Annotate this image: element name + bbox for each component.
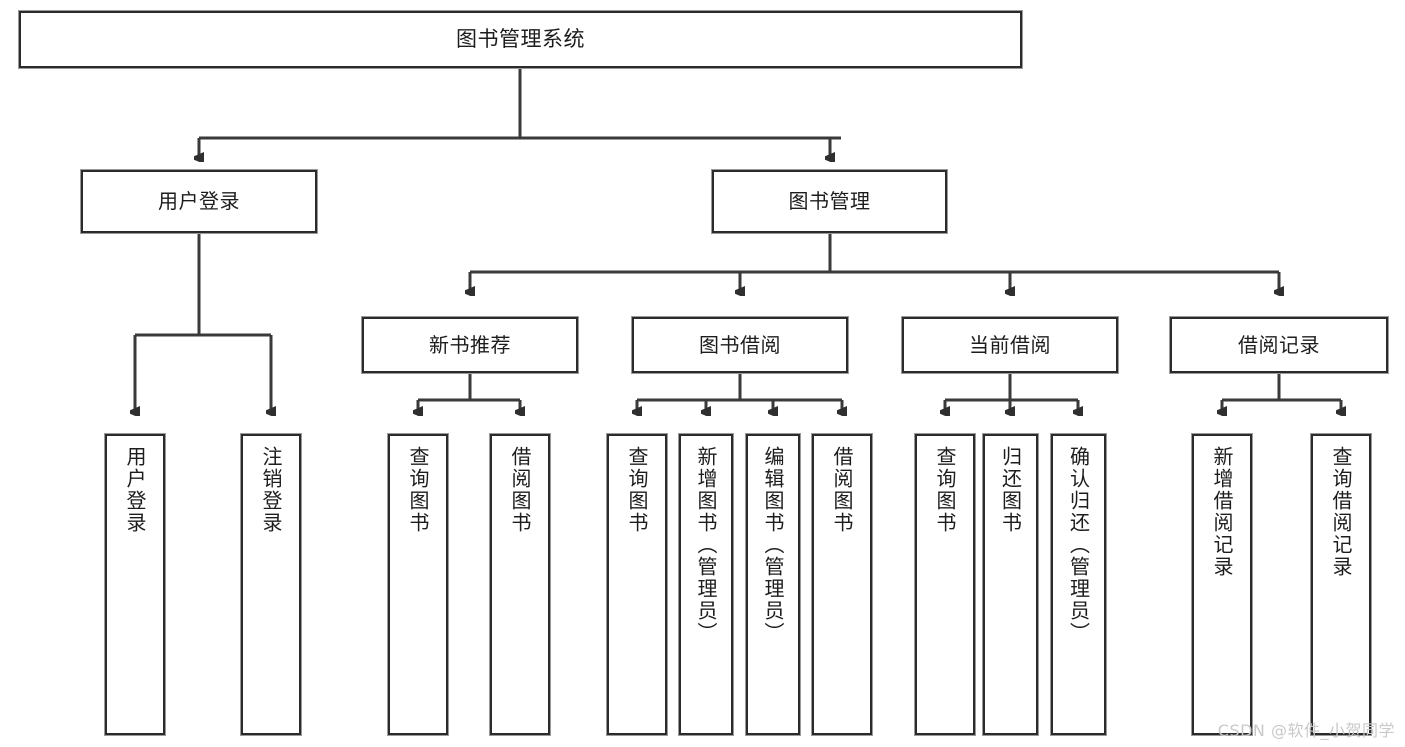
leaf-query-book-2[interactable]: 查询图书 <box>607 434 667 735</box>
node-label: 用户登录 <box>158 189 240 213</box>
node-label: 确认归还（管理员） <box>1066 446 1091 644</box>
node-label: 用户登录 <box>123 446 147 534</box>
leaf-user-login[interactable]: 用户登录 <box>105 434 165 735</box>
node-label: 新增借阅记录 <box>1210 446 1234 578</box>
node-label: 借阅记录 <box>1238 332 1320 357</box>
node-label: 归还图书 <box>998 446 1023 534</box>
node-label: 借阅图书 <box>508 446 532 534</box>
leaf-confirm-return[interactable]: 确认归还（管理员） <box>1051 434 1106 735</box>
node-label: 图书管理 <box>788 189 871 213</box>
node-root-system[interactable]: 图书管理系统 <box>19 11 1022 68</box>
node-label: 新增图书（管理员） <box>694 446 718 644</box>
leaf-query-book-3[interactable]: 查询图书 <box>915 434 975 735</box>
node-label: 图书管理系统 <box>456 27 585 52</box>
node-label: 查询借阅记录 <box>1329 446 1353 578</box>
leaf-edit-book[interactable]: 编辑图书（管理员） <box>746 434 800 735</box>
node-label: 新书推荐 <box>429 332 511 357</box>
leaf-borrow-book-1[interactable]: 借阅图书 <box>490 434 550 735</box>
node-label: 查询图书 <box>933 446 957 534</box>
node-label: 注销登录 <box>259 446 283 534</box>
node-user-login[interactable]: 用户登录 <box>81 170 317 233</box>
leaf-logout[interactable]: 注销登录 <box>241 434 301 735</box>
leaf-query-record[interactable]: 查询借阅记录 <box>1311 434 1371 735</box>
leaf-borrow-book-2[interactable]: 借阅图书 <box>812 434 872 735</box>
node-book-management[interactable]: 图书管理 <box>712 170 947 233</box>
node-label: 借阅图书 <box>830 446 854 534</box>
node-label: 编辑图书（管理员） <box>761 446 785 644</box>
leaf-add-book[interactable]: 新增图书（管理员） <box>679 434 733 735</box>
node-label: 图书借阅 <box>699 332 781 357</box>
csdn-watermark: CSDN @软件_小贺同学 <box>1217 721 1395 740</box>
leaf-return-book[interactable]: 归还图书 <box>983 434 1038 735</box>
node-book-borrow[interactable]: 图书借阅 <box>632 317 848 373</box>
leaf-add-record[interactable]: 新增借阅记录 <box>1192 434 1252 735</box>
node-current-borrow[interactable]: 当前借阅 <box>902 317 1118 373</box>
node-borrow-record[interactable]: 借阅记录 <box>1170 317 1388 373</box>
node-label: 查询图书 <box>625 446 649 534</box>
leaf-query-book-1[interactable]: 查询图书 <box>388 434 448 735</box>
node-new-book-recommend[interactable]: 新书推荐 <box>362 317 578 373</box>
node-label: 查询图书 <box>406 446 430 534</box>
node-label: 当前借阅 <box>969 332 1051 357</box>
